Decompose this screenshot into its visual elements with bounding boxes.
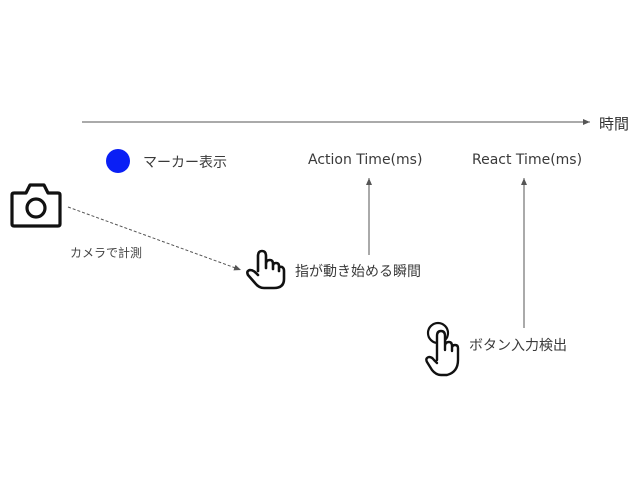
camera-icon — [10, 183, 62, 228]
action-time-label: Action Time(ms) — [308, 152, 423, 168]
marker-display-label: マーカー表示 — [143, 155, 227, 171]
time-axis-label: 時間 — [599, 115, 630, 133]
tapping-hand-icon — [425, 321, 460, 377]
finger-start-label: 指が動き始める瞬間 — [295, 264, 421, 280]
react-time-label: React Time(ms) — [472, 152, 583, 168]
camera-measure-arrow — [67, 206, 242, 271]
camera-measure-label: カメラで計測 — [70, 246, 143, 260]
marker-dot — [106, 149, 130, 173]
pointing-hand-icon — [246, 249, 286, 290]
button-detect-label: ボタン入力検出 — [469, 338, 567, 354]
